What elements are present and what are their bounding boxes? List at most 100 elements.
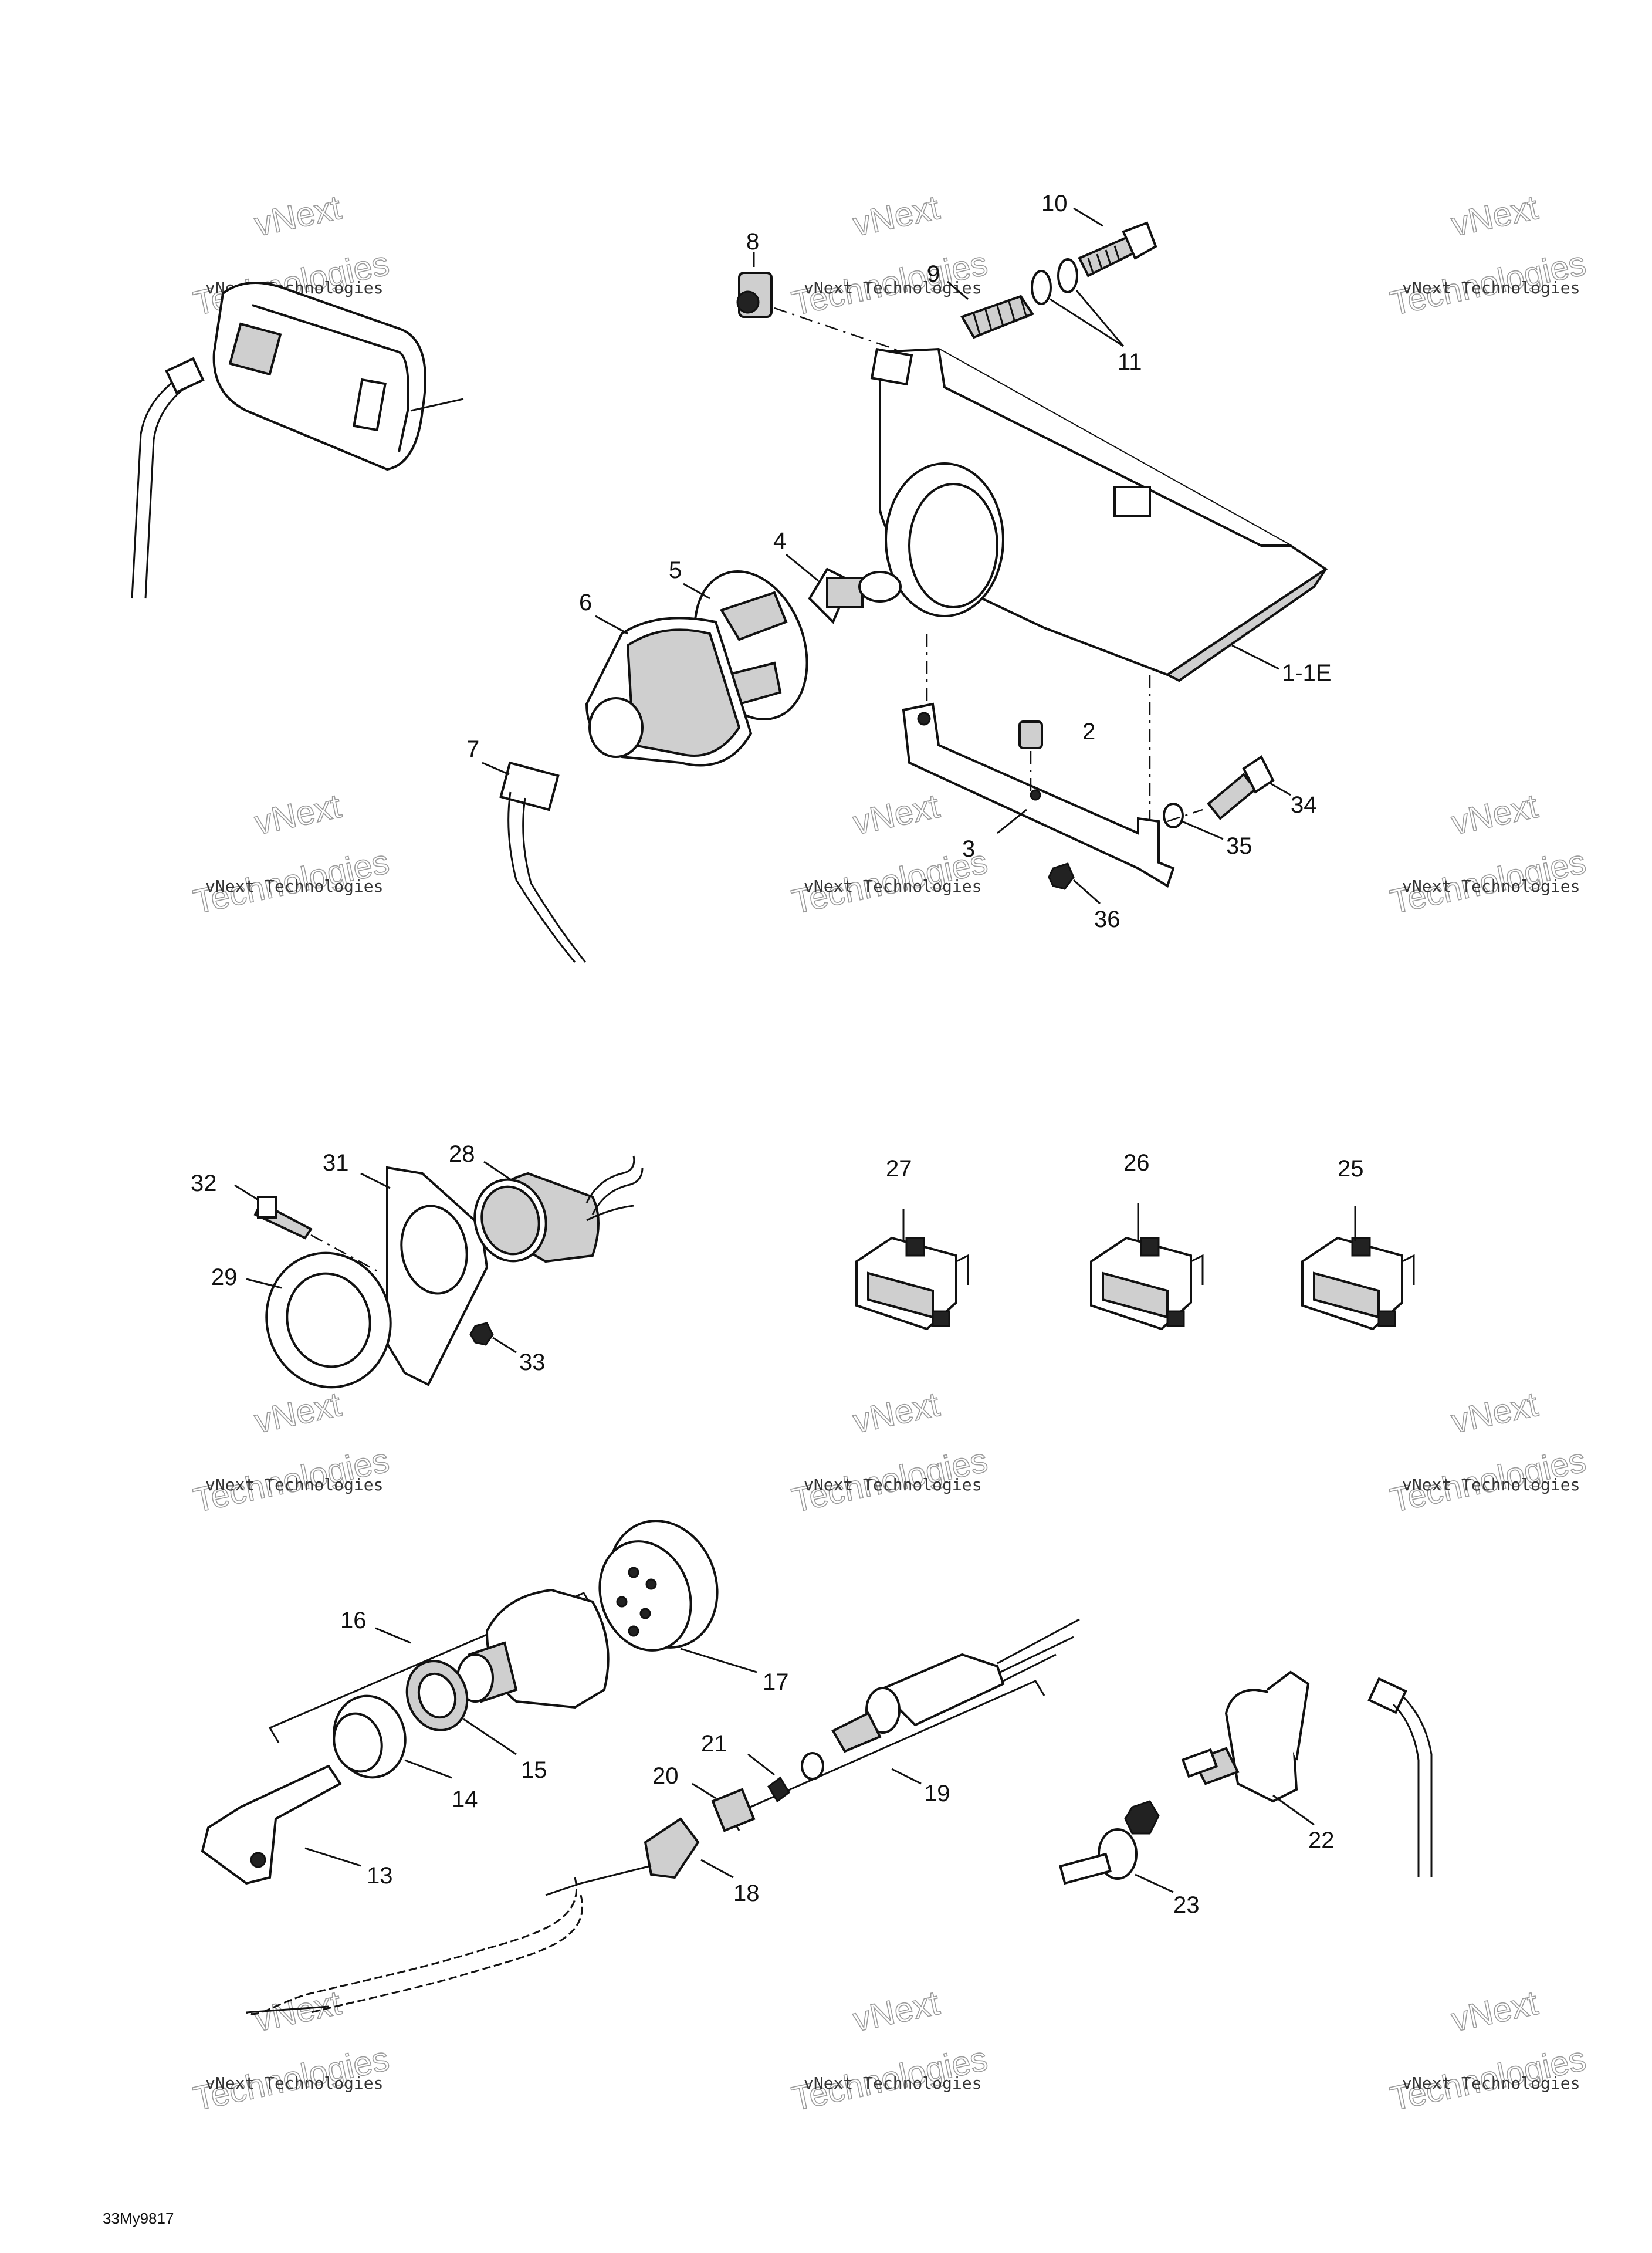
part-27-rocker-switch: [855, 1236, 969, 1331]
watermark-text: vNext Technologies: [804, 278, 981, 297]
leader-line: [483, 1161, 511, 1180]
watermark: vNext Technologies vNext Technologies: [788, 786, 991, 922]
label-23: 23: [1173, 1892, 1200, 1918]
label-18: 18: [733, 1880, 760, 1906]
part-2-nut: [1018, 720, 1043, 795]
label-16: 16: [340, 1608, 367, 1633]
leader-line: [700, 1859, 734, 1879]
watermark-text: vNext Technologies: [804, 1475, 981, 1494]
watermark: vNext Technologies vNext Technologies: [1386, 1385, 1589, 1520]
leader-line: [683, 583, 710, 600]
label-32: 32: [191, 1171, 217, 1196]
watermark-text: vNext Technologies: [804, 2073, 981, 2093]
watermark: vNext Technologies vNext Technologies: [1386, 786, 1589, 922]
label-10: 10: [1041, 191, 1068, 216]
leader-line: [1075, 290, 1125, 347]
label-7: 7: [466, 736, 479, 762]
label-26: 26: [1123, 1150, 1150, 1176]
leader-line: [692, 1782, 716, 1799]
leader-line: [1231, 644, 1279, 670]
part-14-lock-cylinder: [333, 1694, 407, 1779]
label-28: 28: [449, 1141, 475, 1167]
part-9-spring: [960, 295, 1035, 339]
watermark: vNext Technologies vNext Technologies: [788, 1385, 991, 1520]
part-20-cap: [711, 1788, 756, 1832]
part-19-cutoff-switch: [831, 1618, 1080, 1753]
leader-line: [595, 615, 628, 635]
watermark: vNext Technologies vNext Technologies: [788, 188, 991, 323]
label-14: 14: [452, 1787, 478, 1812]
leader-line: [482, 762, 510, 776]
leader-line: [1135, 1873, 1174, 1893]
part-28-gauge: [473, 1155, 644, 1263]
assembly-axis: [774, 307, 904, 353]
leader-line: [1272, 1794, 1315, 1826]
assembly-axis: [310, 1234, 382, 1274]
label-11: 11: [1118, 349, 1142, 375]
label-2: 2: [1082, 719, 1095, 745]
watermark-big: vNext: [849, 1385, 943, 1440]
part-10-bolt: [1078, 221, 1157, 278]
wire-harness-left: [131, 357, 205, 599]
leader-line: [786, 553, 819, 582]
leader-line: [1050, 298, 1124, 347]
label-9: 9: [927, 261, 940, 287]
watermark: vNext Technologies vNext Technologies: [1386, 188, 1589, 323]
watermark-big: vNext: [1448, 787, 1541, 842]
leader-line: [234, 1184, 259, 1201]
diagram-code: 33My9817: [103, 2210, 174, 2227]
label-21: 21: [701, 1731, 727, 1757]
part-17-cap: [598, 1520, 719, 1652]
part-8-clip: [736, 272, 773, 318]
label-20: 20: [652, 1763, 679, 1789]
part-4-bulb: [808, 567, 902, 624]
ignition-switch-body: [456, 1588, 610, 1709]
leader-line: [304, 1847, 361, 1867]
part-1-headlight-housing: [870, 347, 1328, 682]
watermark-big: vNext: [251, 188, 344, 243]
part-18-lanyard: [246, 1817, 700, 2015]
leader-line: [375, 1627, 411, 1644]
leader-line: [680, 1648, 757, 1673]
part-32-screw: [253, 1196, 313, 1240]
leader-line: [1182, 820, 1224, 840]
label-34: 34: [1291, 792, 1317, 818]
label-22: 22: [1308, 1828, 1335, 1853]
label-35: 35: [1226, 833, 1252, 859]
watermark-text: vNext Technologies: [1402, 2073, 1580, 2093]
label-6: 6: [579, 590, 592, 615]
label-3: 3: [962, 836, 975, 862]
watermark-big: vNext: [251, 787, 344, 842]
leader-line: [463, 1718, 517, 1755]
label-13: 13: [367, 1863, 393, 1889]
watermark-text: vNext Technologies: [205, 877, 383, 896]
watermark: vNext Technologies vNext Technologies: [1386, 1983, 1589, 2119]
watermark-big: vNext: [849, 787, 943, 842]
label-5: 5: [669, 557, 682, 583]
label-4: 4: [773, 528, 786, 554]
label-15: 15: [521, 1757, 547, 1783]
label-1-1e: 1-1E: [1282, 660, 1332, 686]
leader-line: [997, 808, 1027, 834]
label-29: 29: [211, 1264, 238, 1290]
label-8: 8: [746, 229, 759, 255]
part-33-nut: [469, 1322, 494, 1346]
watermark: vNext Technologies vNext Technologies: [189, 1385, 392, 1520]
part-22-toggle-switch: [1181, 1670, 1310, 1803]
watermark-big: vNext: [849, 1984, 943, 2039]
watermark: vNext Technologies vNext Technologies: [189, 786, 392, 922]
part-25-rocker-switch: [1301, 1236, 1415, 1331]
part-35-washer: [1163, 803, 1184, 828]
part-11-washer: [1057, 258, 1078, 293]
part-29-bezel: [265, 1251, 392, 1389]
leader-line: [1270, 782, 1291, 796]
label-33: 33: [519, 1349, 546, 1375]
leader-line: [1073, 207, 1103, 227]
leader-line: [747, 1753, 775, 1776]
watermark-text: vNext Technologies: [1402, 1475, 1580, 1494]
label-17: 17: [763, 1669, 789, 1695]
watermark-big: vNext: [1448, 188, 1541, 243]
watermark-big: vNext: [251, 1385, 344, 1440]
leader-line: [1073, 879, 1101, 905]
